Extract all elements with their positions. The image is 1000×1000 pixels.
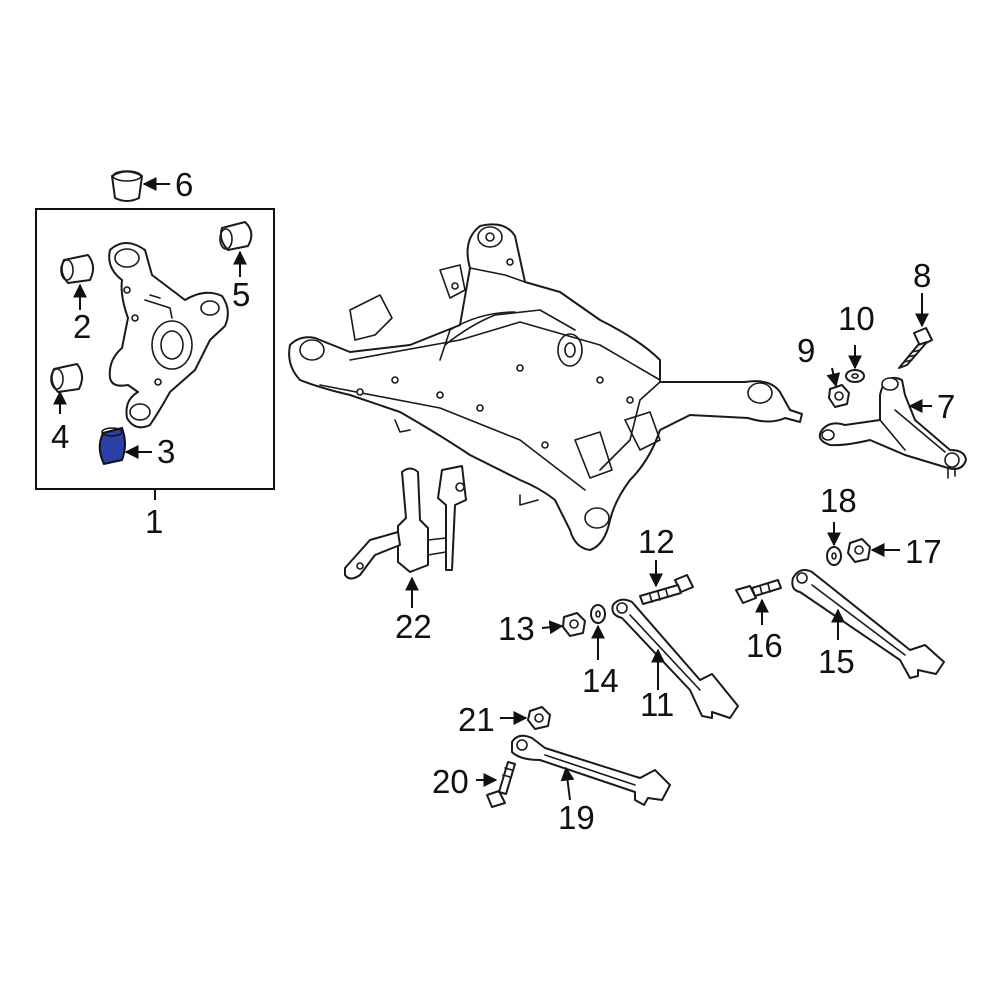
part-5-bushing[interactable] bbox=[219, 221, 253, 251]
part-9-nut[interactable] bbox=[828, 384, 850, 408]
part-11-link[interactable] bbox=[611, 598, 739, 719]
part-17-nut[interactable] bbox=[847, 538, 871, 563]
callout-21: 21 bbox=[458, 701, 495, 738]
callout-22: 22 bbox=[395, 608, 432, 645]
part-16-bolt[interactable] bbox=[735, 579, 782, 604]
part-3-bushing[interactable] bbox=[98, 426, 126, 466]
part-18-washer[interactable] bbox=[826, 546, 842, 566]
part-6-bushing[interactable] bbox=[111, 170, 143, 202]
callout-2: 2 bbox=[73, 308, 91, 345]
callout-10: 10 bbox=[838, 300, 875, 337]
callout-11: 11 bbox=[640, 686, 674, 723]
part-7-upper-arm[interactable] bbox=[818, 376, 967, 479]
part-19-link[interactable] bbox=[511, 734, 671, 806]
callout-3: 3 bbox=[157, 433, 175, 470]
part-20-bolt[interactable] bbox=[486, 761, 516, 808]
callout-labels: 1 2 3 4 5 6 7 8 9 10 11 12 13 14 15 16 1… bbox=[51, 166, 955, 836]
callout-7: 7 bbox=[937, 388, 955, 425]
callout-20: 20 bbox=[432, 763, 469, 800]
callout-8: 8 bbox=[913, 257, 931, 294]
rear-subframe[interactable] bbox=[288, 223, 803, 551]
callout-18: 18 bbox=[820, 482, 857, 519]
callout-14: 14 bbox=[582, 662, 619, 699]
part-14-washer[interactable] bbox=[590, 604, 606, 624]
part-21-nut[interactable] bbox=[527, 706, 551, 730]
knuckle-body[interactable] bbox=[108, 242, 229, 429]
part-10-washer[interactable] bbox=[845, 369, 865, 383]
callout-4: 4 bbox=[51, 418, 69, 455]
callout-9: 9 bbox=[797, 332, 815, 369]
part-12-bolt[interactable] bbox=[639, 574, 694, 605]
callout-13: 13 bbox=[498, 610, 535, 647]
callout-6: 6 bbox=[175, 166, 193, 203]
part-8-bolt[interactable] bbox=[898, 327, 933, 369]
part-13-nut[interactable] bbox=[562, 612, 586, 637]
leader-lines bbox=[53, 177, 932, 801]
part-4-bushing[interactable] bbox=[50, 363, 83, 393]
callout-15: 15 bbox=[818, 643, 855, 680]
callout-19: 19 bbox=[558, 799, 595, 836]
part-2-bushing[interactable] bbox=[60, 254, 94, 284]
part-15-link[interactable] bbox=[791, 569, 945, 679]
callout-16: 16 bbox=[746, 627, 783, 664]
callout-1: 1 bbox=[145, 503, 163, 540]
callout-17: 17 bbox=[905, 533, 942, 570]
callout-12: 12 bbox=[638, 523, 675, 560]
part-22-height-sensor[interactable] bbox=[344, 465, 467, 580]
callout-5: 5 bbox=[232, 276, 250, 313]
